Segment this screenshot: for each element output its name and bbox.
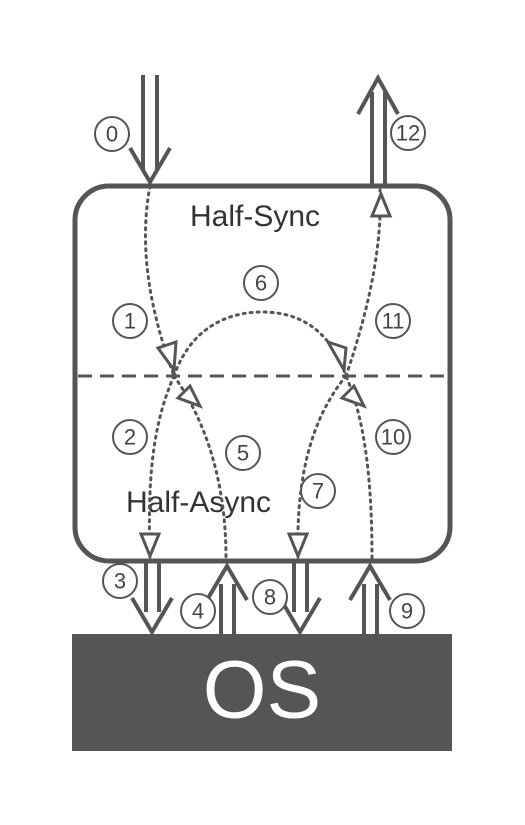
step-marker-2: 2 [112,419,148,455]
svg-text:12: 12 [396,121,420,146]
os-call-arrow-3 [130,563,174,636]
os-label: OS [203,645,321,736]
half-sync-label: Half-Sync [190,200,320,233]
svg-text:6: 6 [255,271,267,296]
arrowhead-step-12 [369,190,393,218]
step-marker-7: 7 [300,473,336,509]
svg-text:5: 5 [237,441,249,466]
os-return-arrow-9 [348,562,392,634]
incoming-request-arrow [128,75,172,186]
half-async-label: Half-Async [126,486,271,519]
svg-text:1: 1 [124,309,136,334]
step-marker-12: 12 [390,115,426,151]
svg-text:3: 3 [114,569,126,594]
svg-text:7: 7 [312,479,324,504]
svg-text:0: 0 [106,122,118,147]
arrowhead-step-1 [155,339,178,375]
os-block [72,634,452,751]
step-marker-11: 11 [375,303,411,339]
arrowhead-step-3 [138,532,162,560]
step-marker-10: 10 [375,419,411,455]
step-marker-6: 6 [243,265,279,301]
flow-path-6 [172,310,348,378]
flow-path-11 [344,188,382,378]
svg-text:2: 2 [124,425,136,450]
step-marker-1: 1 [112,303,148,339]
arrowhead-step-8 [286,532,310,560]
arrowhead-step-6 [324,339,348,375]
step-marker-9: 9 [389,593,425,629]
svg-text:8: 8 [264,585,276,610]
io-arrows [128,73,400,636]
step-marker-0: 0 [94,116,130,152]
arrowhead-step-5 [175,383,204,409]
arrowhead-step-10 [339,383,368,409]
os-return-arrow-4 [205,562,249,634]
step-marker-4: 4 [180,593,216,629]
step-marker-3: 3 [102,563,138,599]
flow-path-2 [147,374,176,560]
step-marker-8: 8 [252,579,288,615]
component-box [72,183,453,564]
step-marker-5: 5 [225,435,261,471]
flow-arrowheads [138,190,393,560]
svg-text:4: 4 [192,599,204,624]
os-call-arrow-8 [278,563,322,636]
flow-path-7 [296,374,348,560]
svg-text:10: 10 [381,425,405,450]
svg-text:11: 11 [382,309,405,334]
flow-path-1 [144,184,176,378]
outgoing-reply-arrow [356,73,400,186]
step-markers: 0 1 2 3 4 5 6 7 [94,115,426,629]
svg-text:9: 9 [401,599,413,624]
